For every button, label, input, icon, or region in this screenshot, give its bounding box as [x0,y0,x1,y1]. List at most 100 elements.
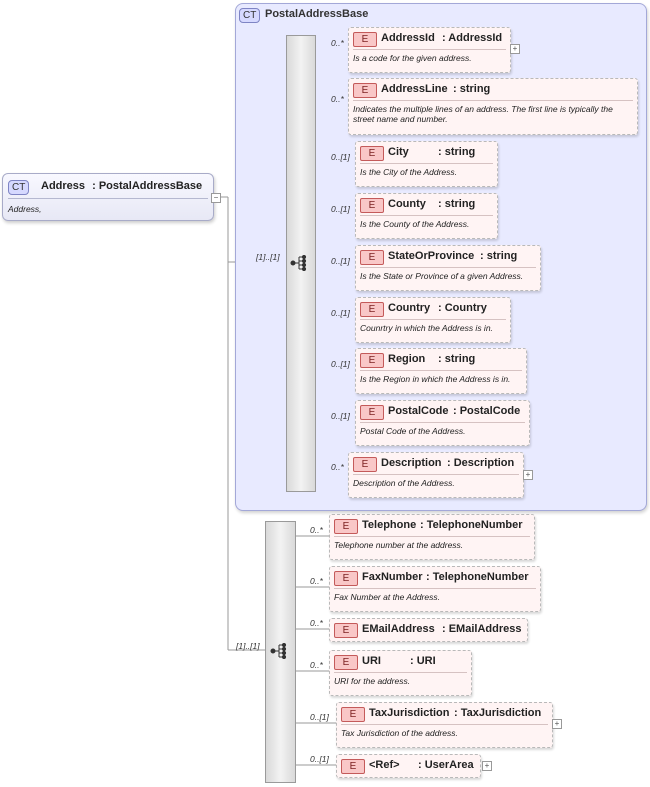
element-uri[interactable]: E URI : URI URI for the address. [329,650,472,696]
element-faxnumber[interactable]: E FaxNumber : TelephoneNumber Fax Number… [329,566,541,612]
element-name: StateOrProvince [388,250,475,262]
element-type: : URI [410,655,436,667]
element-description: Is the City of the Address. [360,167,458,177]
element-description: Is the State or Province of a given Addr… [360,271,524,281]
element-addressid[interactable]: E AddressId : AddressId Is a code for th… [348,27,511,73]
divider [353,100,633,101]
element-name: Country [388,302,431,314]
element-cardinality: 0..* [310,525,323,535]
element-icon: E [360,353,384,368]
element-cardinality: 0..[1] [331,204,350,214]
element-type: : string [438,353,476,365]
element-icon: E [360,405,384,420]
element-type: : AddressId [442,32,503,44]
element-taxjurisdiction[interactable]: E TaxJurisdiction : TaxJurisdiction Tax … [336,702,553,748]
element-emailaddress[interactable]: E EMailAddress : EMailAddress [329,618,528,642]
element-name: URI [362,655,381,667]
element-description: Description of the Address. [353,478,455,488]
divider [334,588,536,589]
element-type: : string [438,198,476,210]
element-cardinality: 0..* [331,38,344,48]
divider [360,319,506,320]
expand-icon[interactable]: + [482,761,492,771]
root-element-name: Address [41,180,86,192]
element-icon: E [360,146,384,161]
element-type: : TelephoneNumber [420,519,523,531]
element-country[interactable]: E Country : Country Counrtry in which th… [355,297,511,343]
element-type: : EMailAddress [442,623,522,635]
element-telephone[interactable]: E Telephone : TelephoneNumber Telephone … [329,514,535,560]
element-icon: E [353,83,377,98]
element-name: Description [381,457,442,469]
sequence-icon [270,643,287,659]
sequence-compositor[interactable] [265,521,296,783]
element-description: Postal Code of the Address. [360,426,466,436]
collapse-icon[interactable]: − [211,193,221,203]
element-name: Telephone [362,519,417,531]
divider [360,215,493,216]
expand-icon[interactable]: + [510,44,520,54]
element-icon: E [360,198,384,213]
element-description: Tax Jurisdiction of the address. [341,728,458,738]
element-description: Is a code for the given address. [353,53,472,63]
element-cardinality: 0..[1] [331,152,350,162]
element-name: FaxNumber [362,571,423,583]
element-cardinality: 0..[1] [310,754,329,764]
element-description: Is the Region in which the Address is in… [360,374,511,384]
expand-icon[interactable]: + [552,719,562,729]
divider [353,49,506,50]
expand-icon[interactable]: + [523,470,533,480]
divider [334,536,530,537]
element-cardinality: 0..* [310,618,323,628]
element-description[interactable]: E Description : Description Description … [348,452,524,498]
element-cardinality: 0..[1] [310,712,329,722]
element-name: AddressLine [381,83,448,95]
element-description: Is the County of the Address. [360,219,470,229]
element-addressline[interactable]: E AddressLine : string Indicates the mul… [348,78,638,135]
element-cardinality: 0..* [310,660,323,670]
root-element-description: Address, [8,204,42,214]
element-county[interactable]: E County : string Is the County of the A… [355,193,498,239]
element-cardinality: 0..[1] [331,411,350,421]
element-name: AddressId [381,32,435,44]
element-type: : TelephoneNumber [426,571,529,583]
element-stateorprovince[interactable]: E StateOrProvince : string Is the State … [355,245,541,291]
root-element-address[interactable]: CT Address : PostalAddressBase Address, [2,173,214,221]
complex-type-icon: CT [239,8,261,23]
element-name: EMailAddress [362,623,435,635]
element-icon: E [360,250,384,265]
element-cardinality: 0..* [310,576,323,586]
divider [341,724,548,725]
element-city[interactable]: E City : string Is the City of the Addre… [355,141,498,187]
element-name: PostalCode [388,405,449,417]
root-element-type: : PostalAddressBase [92,180,203,192]
element-type: : string [453,83,491,95]
element-name: City [388,146,409,158]
divider [8,198,208,199]
divider [360,163,493,164]
complex-type-icon: CT [8,180,30,195]
element-cardinality: 0..* [331,462,344,472]
element-icon: E [334,571,358,586]
element-region[interactable]: E Region : string Is the Region in which… [355,348,527,394]
element-type: : UserArea [418,759,474,771]
element-name: County [388,198,426,210]
element-type: : TaxJurisdiction [454,707,542,719]
group-title: PostalAddressBase [265,8,369,20]
sequence-cardinality: [1]..[1] [256,252,280,262]
divider [334,672,467,673]
element-icon: E [334,623,358,638]
sequence-icon [290,255,307,271]
element-icon: E [334,519,358,534]
element-description: URI for the address. [334,676,411,686]
element-icon: E [360,302,384,317]
element-postalcode[interactable]: E PostalCode : PostalCode Postal Code of… [355,400,530,446]
element-icon: E [334,655,358,670]
element-name: <Ref> [369,759,400,771]
element-description: Fax Number at the Address. [334,592,440,602]
element-type: : Country [438,302,487,314]
element-ref-userarea[interactable]: E <Ref> : UserArea [336,754,481,778]
element-name: Region [388,353,426,365]
divider [360,422,525,423]
element-cardinality: 0..[1] [331,359,350,369]
